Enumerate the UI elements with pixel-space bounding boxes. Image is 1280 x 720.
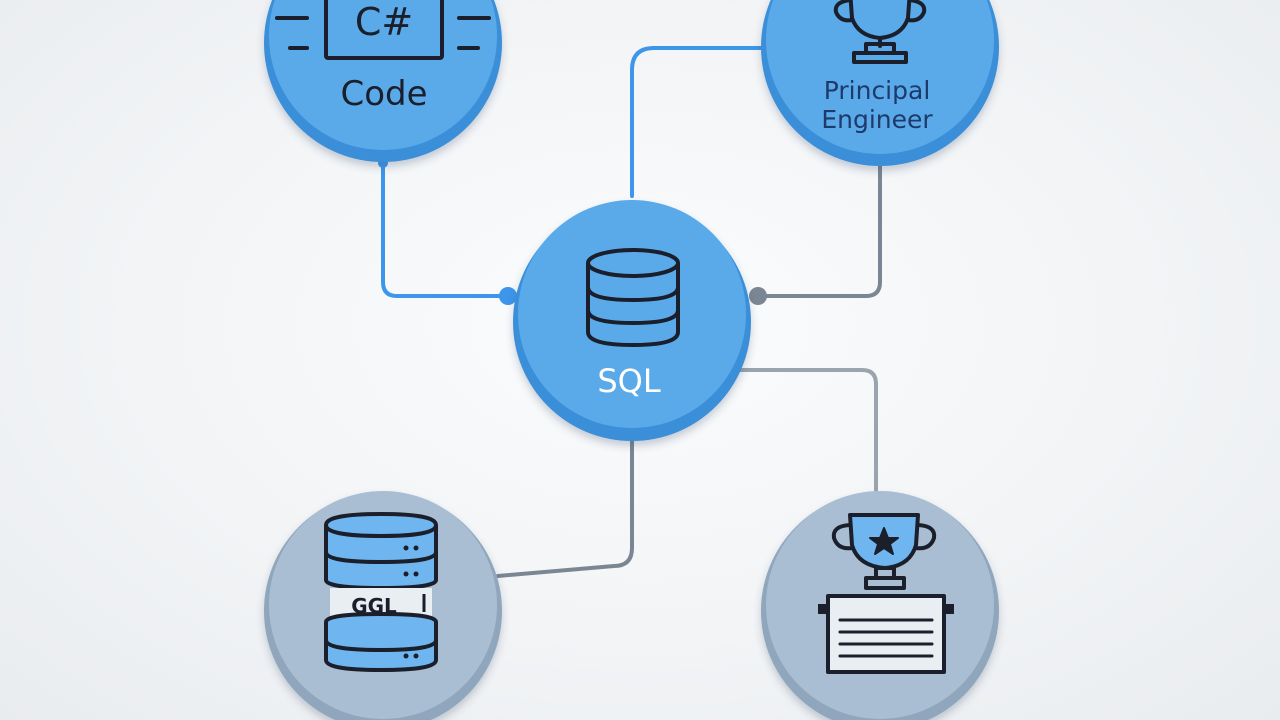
database-badge-text: GGL bbox=[351, 594, 397, 618]
connector-sql-principal bbox=[630, 46, 772, 198]
connector-principal-sql bbox=[758, 163, 882, 298]
connector-code-sql bbox=[381, 158, 512, 298]
connector-dot bbox=[749, 287, 767, 305]
node-principal bbox=[761, 0, 999, 166]
database-icon bbox=[586, 248, 680, 348]
node-sql bbox=[513, 200, 751, 441]
database-server-icon bbox=[324, 512, 438, 672]
trophy-icon bbox=[833, 0, 927, 64]
node-sql-face bbox=[518, 200, 746, 428]
connector-sql-database bbox=[496, 434, 634, 578]
principal-label-line2: Engineer bbox=[821, 105, 933, 134]
csharp-code-icon bbox=[275, 0, 491, 60]
principal-label-line1: Principal bbox=[824, 76, 931, 105]
connector-sql-trophy bbox=[738, 368, 878, 492]
trophy-star-icon bbox=[818, 513, 954, 674]
node-principal-face bbox=[766, 0, 994, 154]
code-label: Code bbox=[340, 74, 427, 114]
connector-dot bbox=[499, 287, 517, 305]
sql-label: SQL bbox=[597, 362, 661, 400]
code-badge-text: C# bbox=[355, 0, 413, 44]
